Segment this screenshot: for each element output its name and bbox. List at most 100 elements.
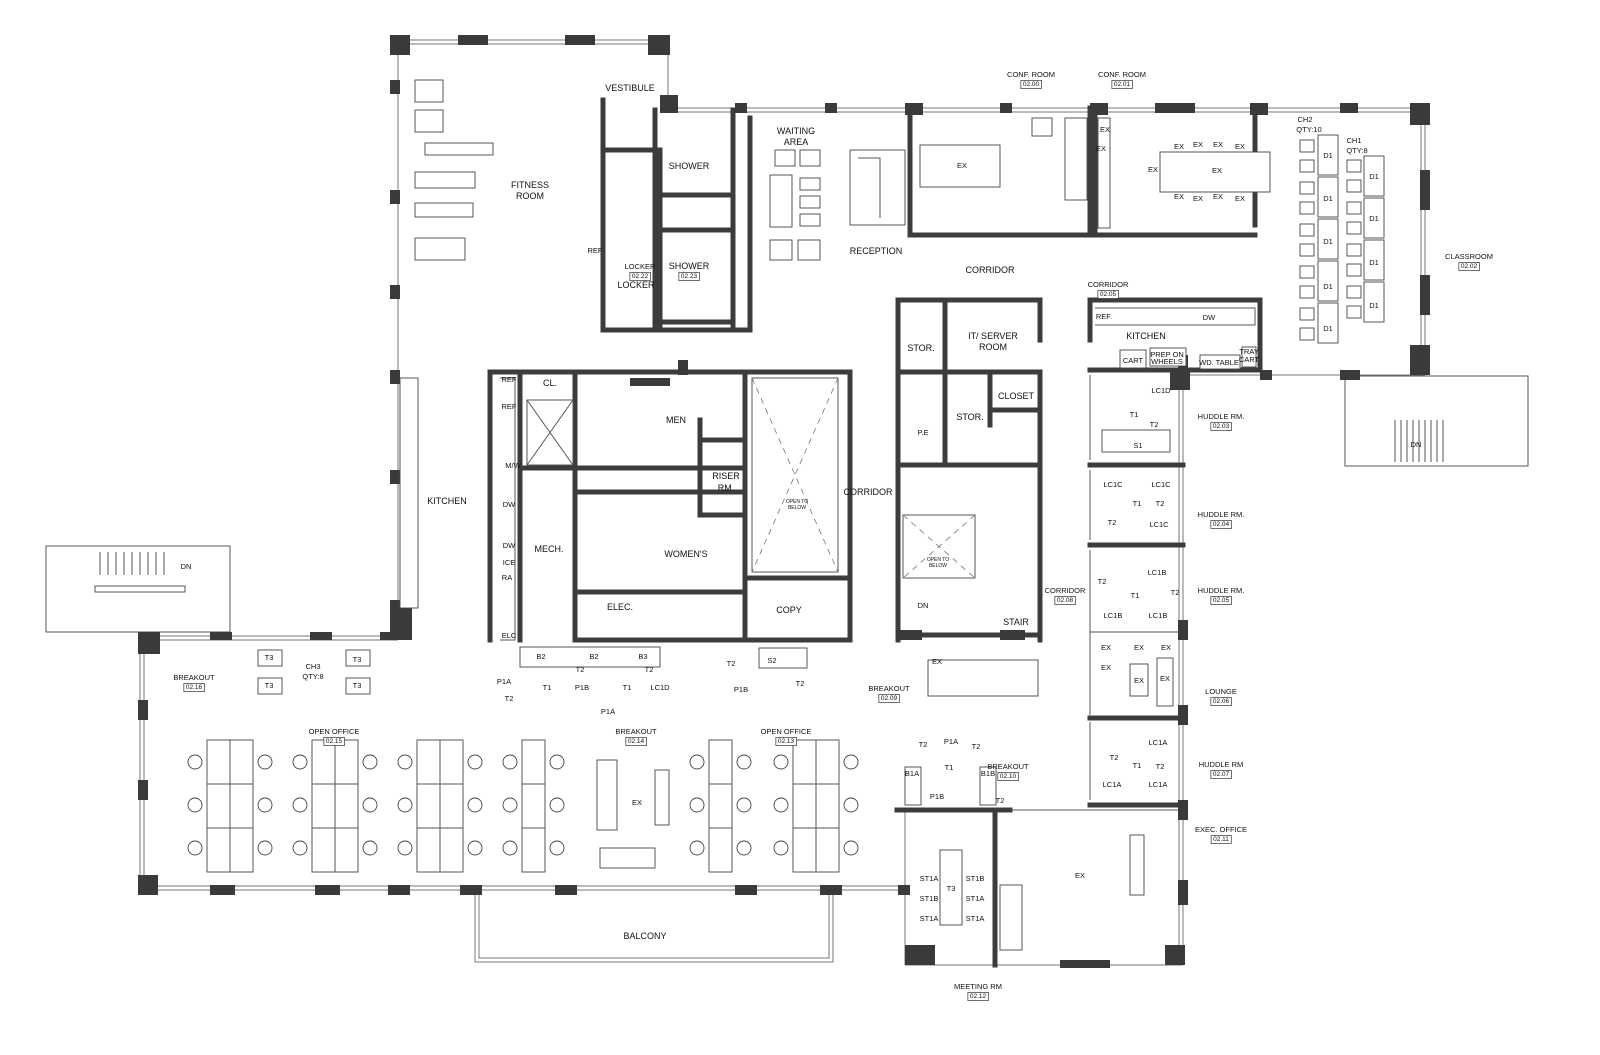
room-number: 02.15 bbox=[326, 738, 343, 745]
fixture-tag: M/W bbox=[505, 461, 521, 470]
column bbox=[1420, 170, 1430, 210]
chair bbox=[773, 797, 789, 813]
chair bbox=[1299, 285, 1315, 299]
column bbox=[138, 780, 148, 800]
chair bbox=[1299, 327, 1315, 341]
desk bbox=[1129, 834, 1145, 896]
chair bbox=[1299, 265, 1315, 279]
walls-and-furniture bbox=[45, 35, 1529, 968]
room-label: MEETING RM bbox=[954, 982, 1002, 991]
fixture-tag: EX bbox=[1174, 192, 1184, 201]
fixture-tag: REF bbox=[502, 402, 517, 411]
fixture-tag: EX bbox=[1075, 871, 1085, 880]
room-number-box bbox=[678, 272, 700, 281]
room-label: LOCKER bbox=[625, 262, 656, 271]
column bbox=[390, 370, 400, 384]
room-label: P.E bbox=[917, 428, 928, 437]
fixture-tag: REF bbox=[502, 375, 517, 384]
chair bbox=[689, 840, 705, 856]
chair bbox=[843, 840, 859, 856]
bench bbox=[758, 647, 808, 669]
room-label: CORRIDOR bbox=[1045, 586, 1086, 595]
chair bbox=[397, 797, 413, 813]
fixture-tag: P1A bbox=[497, 677, 511, 686]
room-number: 02.11 bbox=[1213, 836, 1229, 843]
bench bbox=[904, 766, 922, 806]
room-label: AREA bbox=[784, 137, 809, 147]
room-label: CH2 bbox=[1297, 115, 1312, 124]
room-number: 02.14 bbox=[628, 738, 645, 745]
fixture-tag: LC1C bbox=[1149, 520, 1169, 529]
fixture-tag: EX bbox=[1235, 142, 1245, 151]
fixture-tag: ST1A bbox=[966, 914, 985, 923]
column bbox=[138, 632, 160, 654]
column bbox=[1410, 103, 1430, 125]
open-to-below-line bbox=[751, 377, 839, 573]
desk bbox=[1317, 302, 1339, 344]
fitness-equipment bbox=[414, 202, 474, 218]
room-label: MEN bbox=[666, 415, 686, 425]
room-label: RM. bbox=[718, 483, 735, 493]
fixture-tag: T2 bbox=[796, 679, 805, 688]
room-number: 02.23 bbox=[681, 273, 698, 280]
desk bbox=[1363, 239, 1385, 281]
chair bbox=[843, 754, 859, 770]
fixture-tag: T2 bbox=[576, 665, 585, 674]
kitchen-cart bbox=[1119, 349, 1147, 369]
room-number: 02.13 bbox=[778, 738, 795, 745]
room-label: COPY bbox=[776, 605, 802, 615]
fixture-tag: ST1A bbox=[966, 894, 985, 903]
room-number-box bbox=[1097, 290, 1119, 299]
stair-landing bbox=[94, 585, 186, 593]
chair bbox=[1299, 223, 1315, 237]
room-label: SHOWER bbox=[669, 161, 710, 171]
fixture-tag: D1 bbox=[1323, 282, 1333, 291]
column bbox=[390, 600, 412, 640]
chair bbox=[1346, 201, 1362, 215]
fixture-tag: T2 bbox=[505, 694, 514, 703]
chair bbox=[362, 754, 378, 770]
room-number-box bbox=[775, 737, 797, 746]
column bbox=[555, 885, 577, 895]
column bbox=[1155, 103, 1195, 113]
column bbox=[1340, 103, 1358, 113]
column bbox=[820, 885, 842, 895]
fixture-tag: EX bbox=[1212, 166, 1222, 175]
chair bbox=[292, 797, 308, 813]
column bbox=[905, 945, 935, 965]
desk bbox=[1317, 134, 1339, 176]
column bbox=[458, 35, 488, 45]
fixture-tag: T1 bbox=[1131, 591, 1140, 600]
column bbox=[460, 885, 482, 895]
room-label: BREAKOUT bbox=[868, 684, 910, 693]
column bbox=[825, 103, 837, 113]
table bbox=[654, 769, 670, 826]
fixture-tag: WHEELS bbox=[1151, 357, 1183, 366]
chair bbox=[362, 840, 378, 856]
fixture-tag: EX bbox=[1101, 643, 1111, 652]
fixture-tag: TRAY bbox=[1239, 347, 1258, 356]
room-label: OPEN OFFICE bbox=[761, 727, 812, 736]
column bbox=[1165, 945, 1185, 965]
room-number-box bbox=[878, 694, 900, 703]
column bbox=[678, 360, 688, 375]
chair bbox=[292, 840, 308, 856]
fixture-tag: T1 bbox=[543, 683, 552, 692]
room-number: 02.08 bbox=[1057, 597, 1074, 604]
chair bbox=[1346, 305, 1362, 319]
room-label: OPEN TO bbox=[786, 499, 808, 505]
column bbox=[1420, 275, 1430, 315]
chair bbox=[1346, 221, 1362, 235]
fixture-tag: T1 bbox=[1133, 499, 1142, 508]
column bbox=[1000, 630, 1025, 640]
chair bbox=[187, 840, 203, 856]
fixture-tag: EX bbox=[1100, 125, 1110, 134]
column bbox=[1340, 370, 1360, 380]
fixture-tag: LC1B bbox=[1149, 611, 1168, 620]
fixture-tag: EX bbox=[957, 161, 967, 170]
credenza bbox=[1097, 117, 1111, 229]
fixture-tag: EX bbox=[932, 657, 942, 666]
reception-desk bbox=[858, 157, 881, 218]
fixture-tag: EX bbox=[1101, 663, 1111, 672]
